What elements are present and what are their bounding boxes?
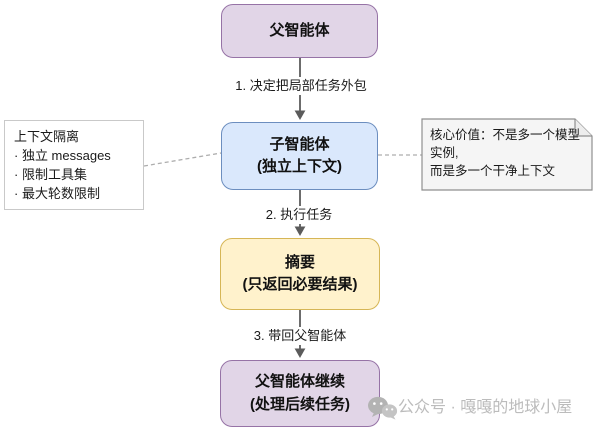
summary-label-line2: (只返回必要结果): [242, 276, 358, 293]
arrow-3-head: [294, 348, 306, 358]
annotation-title: 上下文隔离: [14, 129, 80, 144]
arrow-1-head: [294, 110, 306, 120]
core-value-line1: 核心价值：不是多一个模型: [430, 128, 581, 142]
parent-continue-label-line1: 父智能体继续: [254, 373, 345, 390]
annotation-item: · 最大轮数限制: [14, 185, 100, 201]
summary-label-line1: 摘要: [284, 253, 315, 271]
wechat-icon: [368, 396, 398, 420]
left-connector-line: [143, 152, 222, 167]
parent-agent-label: 父智能体: [269, 21, 330, 39]
parent-continue-label-line2: (处理后续任务): [250, 395, 350, 413]
parent-continue-node: 父智能体继续 (处理后续任务): [220, 360, 380, 427]
note-shape: [421, 118, 593, 191]
parent-agent-node: 父智能体: [221, 4, 378, 58]
watermark-text: 公众号 · 嘎嘎的地球小屋: [398, 399, 573, 416]
edge-label-2: 2. 执行任务: [262, 206, 336, 224]
sub-agent-label-line2: (独立上下文): [257, 158, 342, 175]
core-value-note: 核心价值：不是多一个模型 实例, 而是多一个干净上下文: [430, 126, 590, 180]
edge-label-1: 1. 决定把局部任务外包: [232, 77, 370, 95]
arrow-2-head: [294, 226, 306, 236]
core-value-line2: 实例,: [430, 146, 459, 161]
annotation-item: · 限制工具集: [14, 166, 87, 182]
edge-label-3: 3. 带回父智能体: [250, 327, 350, 345]
core-value-line3: 而是多一个干净上下文: [430, 164, 556, 179]
annotation-item: · 独立 messages: [14, 147, 111, 163]
sub-agent-node: 子智能体 (独立上下文): [221, 122, 378, 190]
summary-node: 摘要 (只返回必要结果): [220, 238, 380, 310]
note-fold-icon: [574, 119, 592, 137]
sub-agent-label-line1: 子智能体: [269, 135, 330, 153]
context-isolation-annotation: 上下文隔离 · 独立 messages · 限制工具集 · 最大轮数限制: [4, 120, 144, 210]
